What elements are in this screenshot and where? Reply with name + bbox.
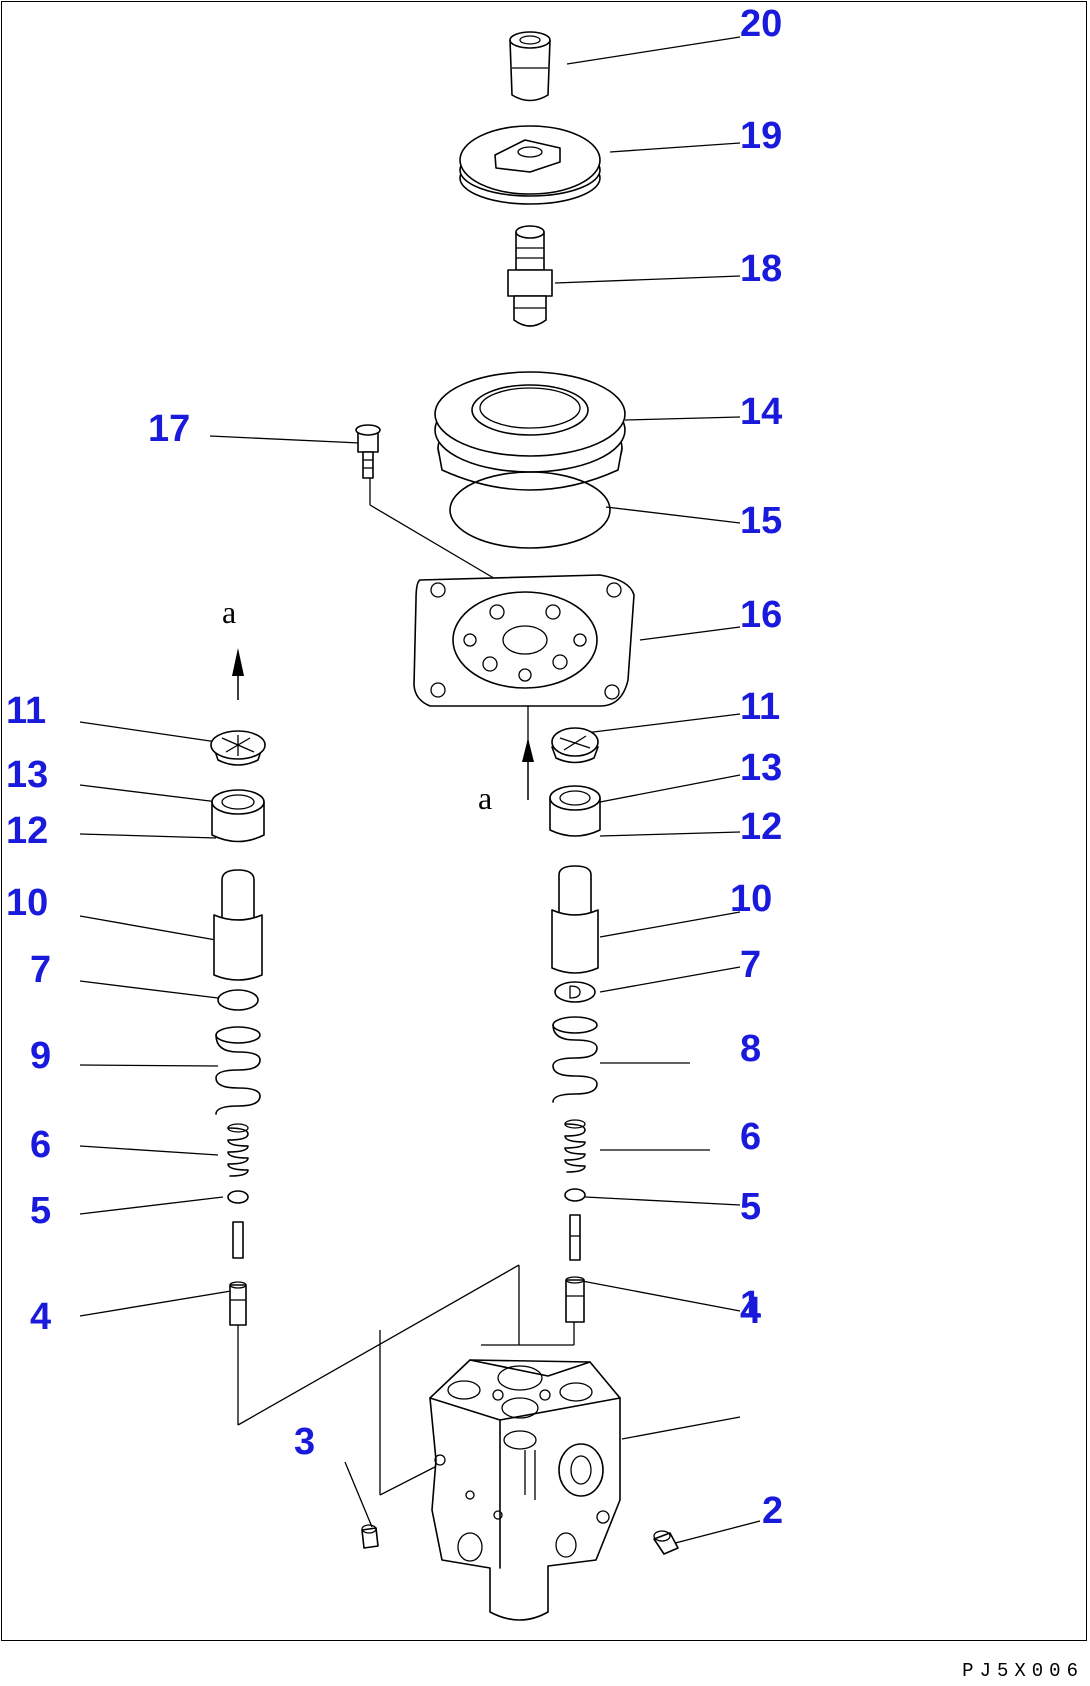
callout-nut: 20 — [740, 3, 783, 45]
callout-piston-left: 4 — [30, 1296, 52, 1338]
callout-bushing-right: 13 — [740, 747, 783, 789]
callout-plug-left: 3 — [294, 1421, 316, 1463]
part-joint-18 — [507, 225, 553, 327]
callout-boot: 14 — [740, 391, 783, 433]
part-bushing-13-right — [549, 785, 601, 837]
part-plate-16 — [413, 574, 635, 707]
part-boot-14 — [434, 371, 626, 491]
part-seal-11-right — [551, 727, 599, 764]
callout-valve-body: 1 — [740, 1284, 762, 1326]
callout-outer-spring-left: 9 — [30, 1035, 52, 1077]
part-plug-2 — [653, 1530, 679, 1555]
callout-outer-spring-right: 8 — [740, 1028, 762, 1070]
callout-seal-right: 11 — [740, 686, 781, 728]
part-push-rod-10-right — [551, 865, 599, 974]
callout-washer-right: 5 — [740, 1186, 762, 1228]
part-bushing-13-left — [211, 789, 265, 843]
callout-boot-ring: 15 — [740, 500, 783, 542]
callout-o-ring-left: 12 — [6, 810, 49, 852]
callout-washer-left: 5 — [30, 1190, 52, 1232]
part-plug-3 — [361, 1524, 379, 1549]
part-inner-spring-6-left — [227, 1123, 249, 1177]
part-inner-spring-6-right — [564, 1119, 586, 1173]
callout-disc: 19 — [740, 115, 783, 157]
callout-plate: 16 — [740, 594, 783, 636]
part-washer-5-right — [564, 1188, 586, 1202]
callout-seat-left: 7 — [30, 949, 52, 991]
part-seal-11-left — [210, 730, 266, 766]
callout-joint: 18 — [740, 248, 783, 290]
leader-lines — [79, 36, 761, 1548]
callout-push-rod-left: 10 — [6, 882, 49, 924]
part-bolt-17 — [355, 424, 381, 479]
part-outer-spring-9-left — [215, 1026, 261, 1115]
callout-inner-spring-left: 6 — [30, 1124, 52, 1166]
callout-inner-spring-right: 6 — [740, 1116, 762, 1158]
part-washer-5-left — [227, 1190, 249, 1204]
view-mark-lower: a — [478, 780, 493, 816]
part-piston-4-left — [229, 1221, 247, 1326]
callout-push-rod-right: 10 — [730, 878, 773, 920]
view-arrow-lower — [522, 738, 534, 800]
callout-piston-right: 4 — [740, 1290, 762, 1332]
part-disc-19 — [459, 125, 601, 205]
callout-bolt: 17 — [148, 408, 191, 450]
part-outer-spring-8-right — [552, 1016, 598, 1103]
part-piston-4-right — [565, 1214, 585, 1323]
part-valve-body-1 — [429, 1359, 621, 1621]
callout-o-ring-right: 12 — [740, 806, 783, 848]
drawing-code: PJ5X006 — [962, 1660, 1084, 1682]
part-ring-15 — [449, 471, 611, 549]
part-seat-7-left — [217, 989, 259, 1011]
callout-seal-left: 11 — [6, 690, 47, 732]
view-mark-upper: a — [222, 594, 237, 630]
part-seat-7-right — [554, 981, 596, 1003]
drawing-border — [1, 1, 1087, 1641]
view-arrow-upper — [232, 648, 244, 700]
callout-bushing-left: 13 — [6, 754, 49, 796]
callout-plug-right: 2 — [762, 1490, 784, 1532]
callout-seat-right: 7 — [740, 944, 762, 986]
part-push-rod-10-left — [213, 869, 263, 981]
part-nut-20 — [509, 31, 551, 102]
